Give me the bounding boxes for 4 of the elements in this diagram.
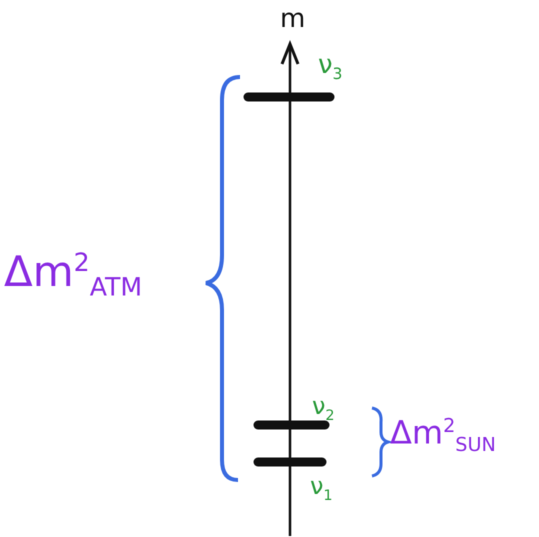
axis-label: m (280, 6, 306, 32)
level-label: ν$_{3}$ (318, 52, 342, 83)
level-label: ν$_{2}$ (312, 394, 335, 424)
level-label: ν$_{1}$ (310, 474, 333, 504)
